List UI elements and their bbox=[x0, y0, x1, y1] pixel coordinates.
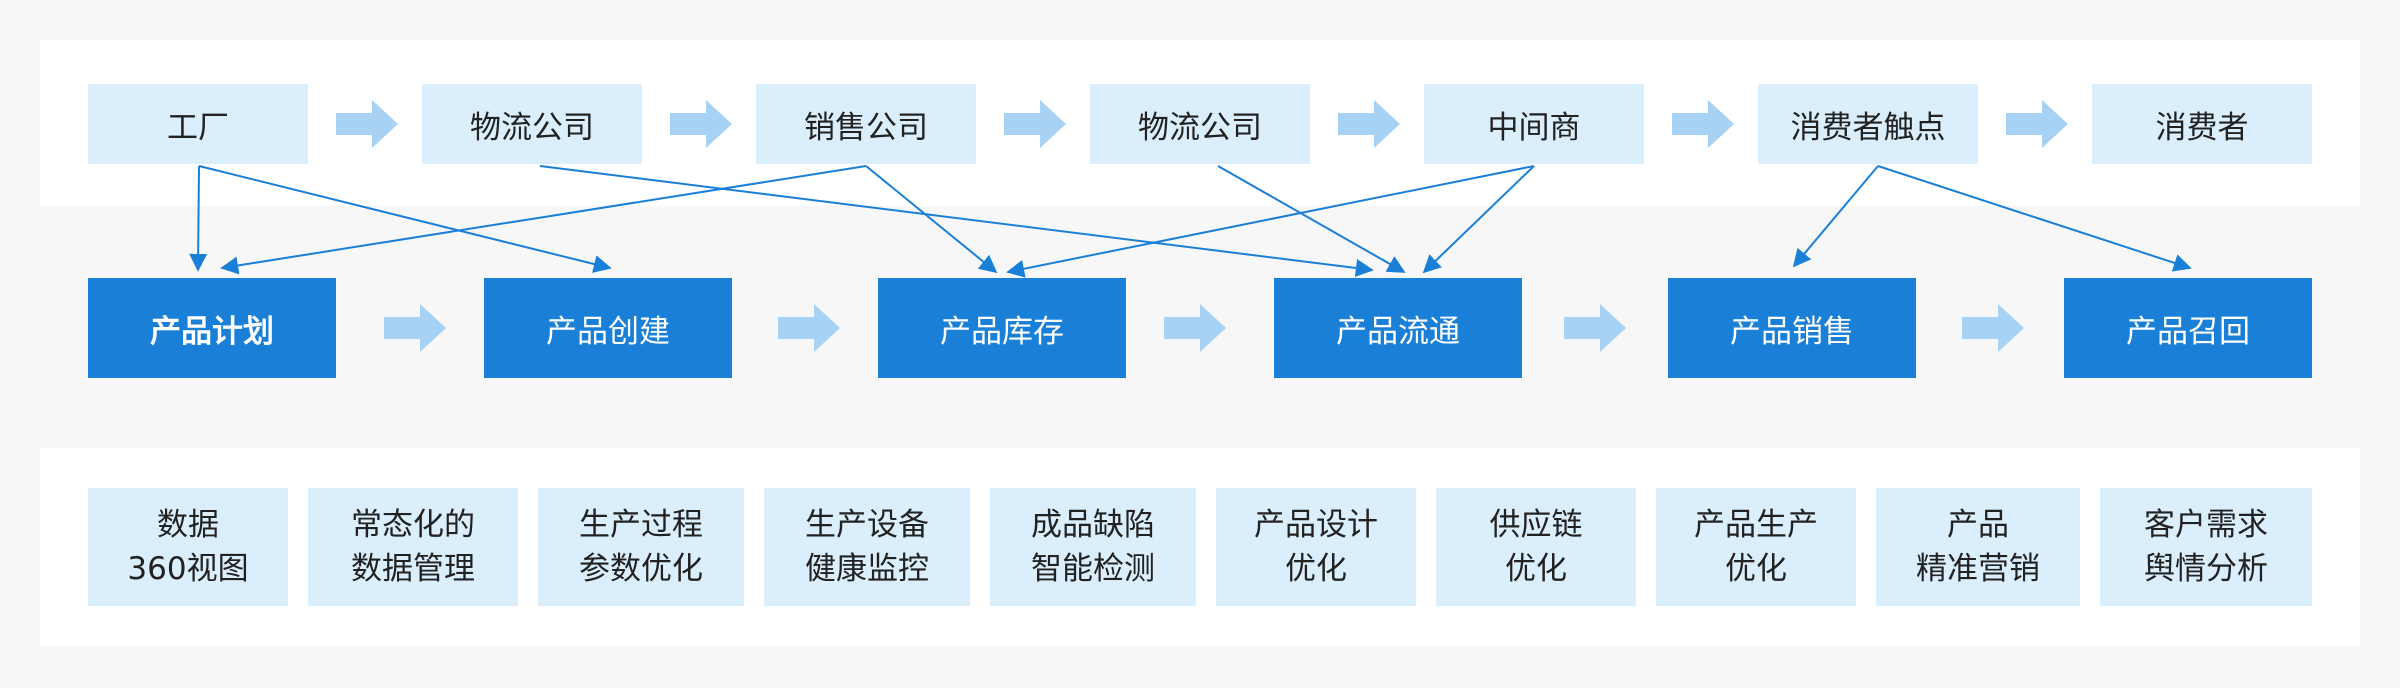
capability-equipment-health-monitoring: 生产设备 健康监控 bbox=[764, 488, 970, 606]
capability-line2: 优化 bbox=[1725, 551, 1787, 587]
flow-arrow-icon bbox=[778, 304, 840, 352]
capability-line1: 供应链 bbox=[1489, 507, 1583, 543]
capability-line2: 健康监控 bbox=[805, 551, 929, 587]
entity-sales-company: 销售公司 bbox=[756, 84, 976, 164]
capability-line2: 智能检测 bbox=[1031, 551, 1155, 587]
entity-consumer-touchpoint: 消费者触点 bbox=[1758, 84, 1978, 164]
capability-line2: 参数优化 bbox=[579, 551, 703, 587]
capability-line2: 数据管理 bbox=[351, 551, 475, 587]
capability-line1: 常态化的 bbox=[351, 507, 475, 543]
stage-product-sales: 产品销售 bbox=[1668, 278, 1916, 378]
flow-arrow-icon bbox=[1164, 304, 1226, 352]
capability-line2: 优化 bbox=[1505, 551, 1567, 587]
capability-precision-marketing: 产品 精准营销 bbox=[1876, 488, 2080, 606]
capability-line1: 数据 bbox=[157, 507, 219, 543]
capability-line1: 生产设备 bbox=[805, 507, 929, 543]
capability-line2: 舆情分析 bbox=[2144, 551, 2268, 587]
stage-product-recall: 产品召回 bbox=[2064, 278, 2312, 378]
entity-factory: 工厂 bbox=[88, 84, 308, 164]
capability-line2: 360视图 bbox=[127, 551, 249, 587]
capability-defect-detection: 成品缺陷 智能检测 bbox=[990, 488, 1196, 606]
stage-product-planning: 产品计划 bbox=[88, 278, 336, 378]
capability-line2: 优化 bbox=[1285, 551, 1347, 587]
flow-arrow-icon bbox=[1564, 304, 1626, 352]
stage-product-circulation: 产品流通 bbox=[1274, 278, 1522, 378]
capability-line1: 生产过程 bbox=[579, 507, 703, 543]
capability-line1: 产品生产 bbox=[1694, 507, 1818, 543]
capability-product-design-optimization: 产品设计 优化 bbox=[1216, 488, 1416, 606]
capability-production-optimization: 产品生产 优化 bbox=[1656, 488, 1856, 606]
entity-logistics-company-2: 物流公司 bbox=[1090, 84, 1310, 164]
capability-line1: 产品 bbox=[1947, 507, 2009, 543]
stage-product-creation: 产品创建 bbox=[484, 278, 732, 378]
capability-supply-chain-optimization: 供应链 优化 bbox=[1436, 488, 1636, 606]
capability-line1: 成品缺陷 bbox=[1031, 507, 1155, 543]
entity-middleman: 中间商 bbox=[1424, 84, 1644, 164]
flow-arrow-icon bbox=[384, 304, 446, 352]
entity-consumer: 消费者 bbox=[2092, 84, 2312, 164]
capability-line1: 客户需求 bbox=[2144, 507, 2268, 543]
flow-arrow-icon bbox=[1962, 304, 2024, 352]
stage-product-inventory: 产品库存 bbox=[878, 278, 1126, 378]
capability-line1: 产品设计 bbox=[1254, 507, 1378, 543]
capability-customer-sentiment-analysis: 客户需求 舆情分析 bbox=[2100, 488, 2312, 606]
capability-line2: 精准营销 bbox=[1916, 551, 2040, 587]
capability-data-management: 常态化的 数据管理 bbox=[308, 488, 518, 606]
capability-data-360-view: 数据 360视图 bbox=[88, 488, 288, 606]
capability-process-parameter-optimization: 生产过程 参数优化 bbox=[538, 488, 744, 606]
entity-logistics-company-1: 物流公司 bbox=[422, 84, 642, 164]
